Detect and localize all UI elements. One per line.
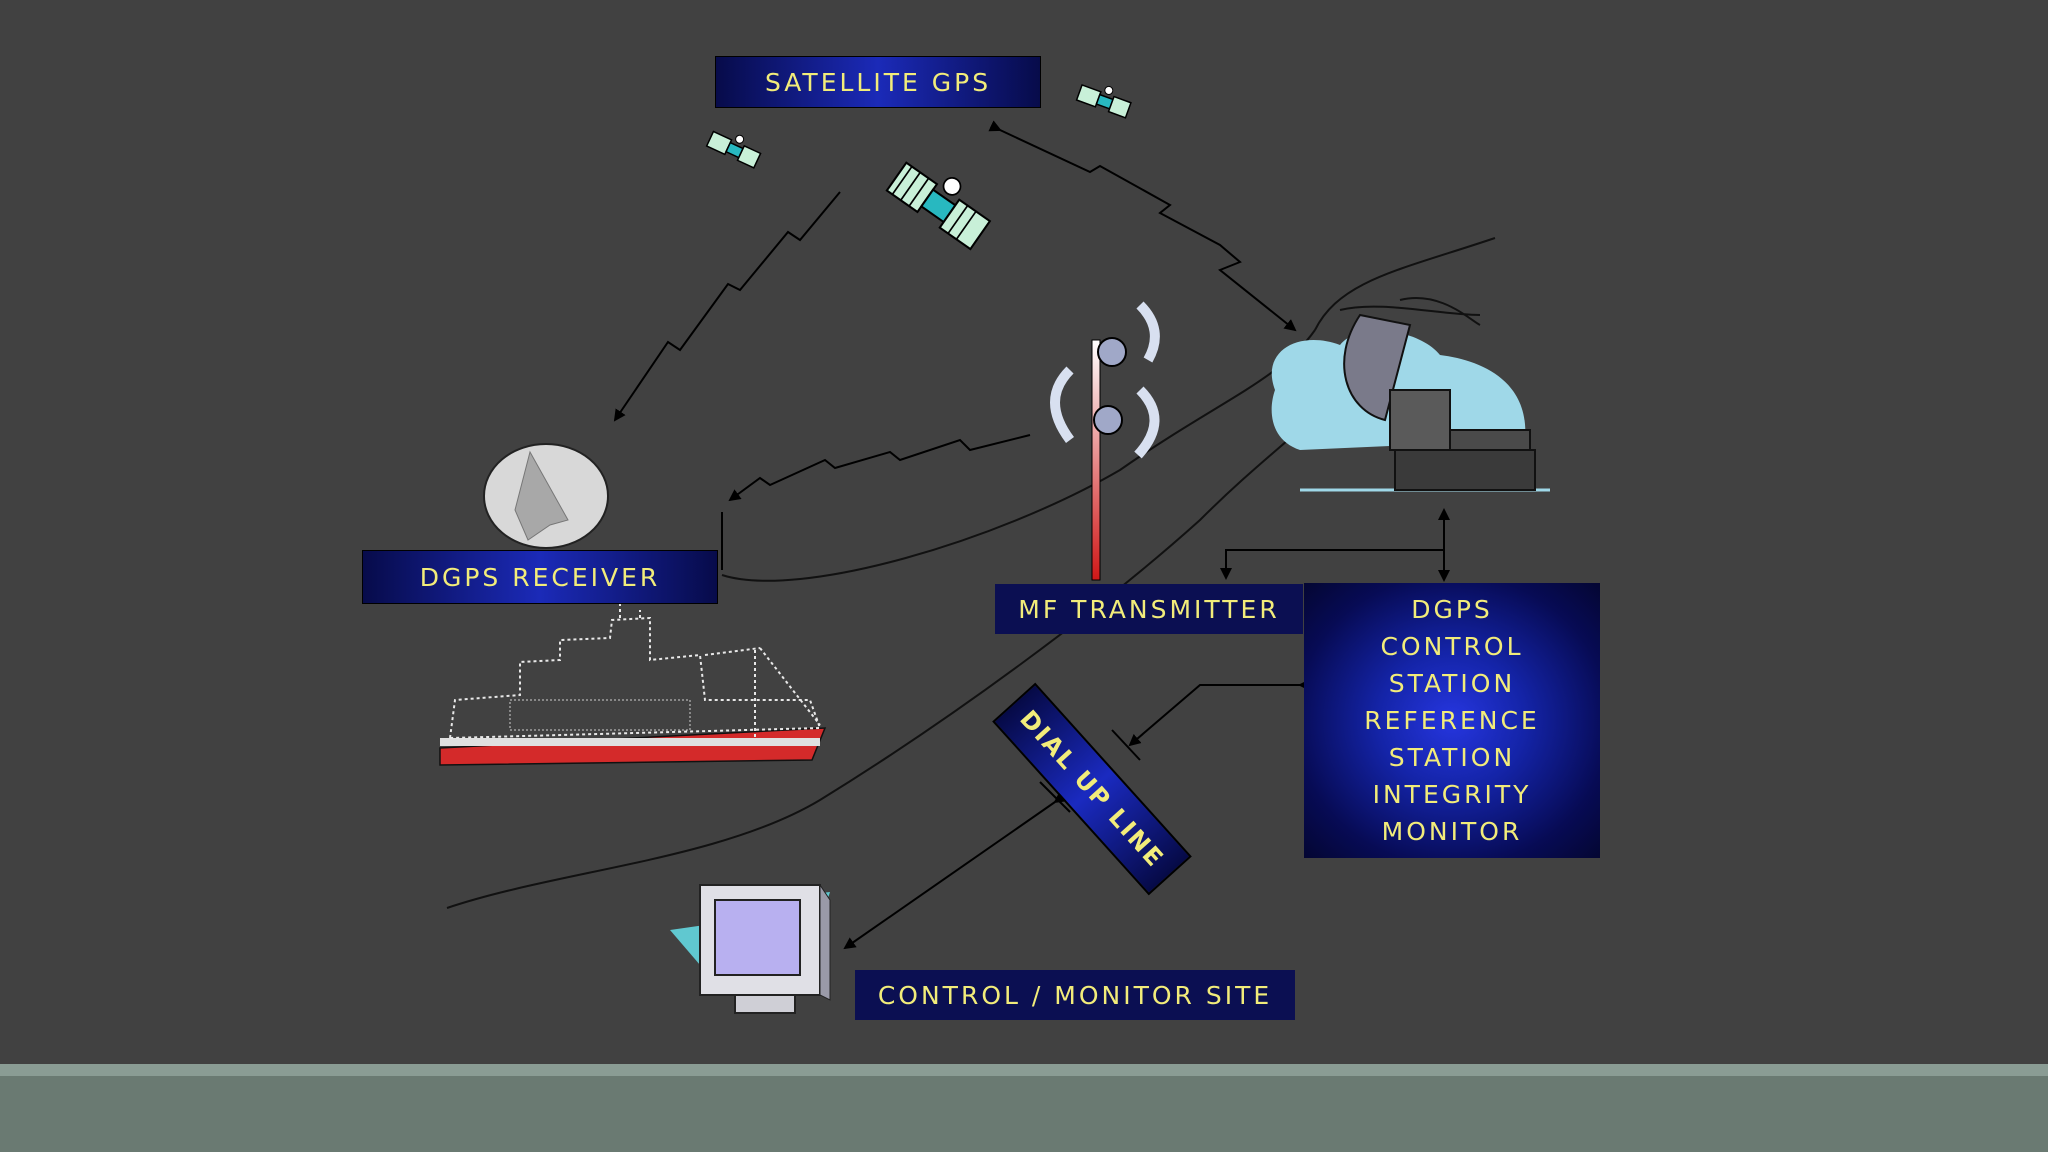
link-satellite-dish bbox=[988, 120, 1297, 332]
satellite-icon bbox=[885, 161, 992, 251]
station-line: CONTROL bbox=[1380, 632, 1524, 661]
ship-icon bbox=[439, 600, 827, 766]
dialup-tick-1 bbox=[1111, 729, 1141, 761]
terrain-curve-2 bbox=[1314, 237, 1496, 331]
station-line: STATION bbox=[1388, 669, 1516, 698]
control-monitor-site-label: CONTROL / MONITOR SITE bbox=[855, 970, 1295, 1020]
station-line: STATION bbox=[1388, 743, 1516, 772]
mf-transmitter-label: MF TRANSMITTER bbox=[995, 584, 1303, 634]
terrain-curve-4 bbox=[446, 419, 1311, 909]
satellite-icon bbox=[705, 130, 762, 169]
station-line: DGPS bbox=[1411, 595, 1493, 624]
dialup-tick-2 bbox=[1039, 781, 1071, 813]
link-satellite-receiver bbox=[613, 191, 841, 422]
terrain-curve-5 bbox=[1399, 297, 1481, 326]
satellite-gps-label: SATELLITE GPS bbox=[715, 56, 1041, 108]
footer-bar bbox=[0, 1064, 2048, 1152]
dgps-receiver-label: DGPS RECEIVER bbox=[362, 550, 718, 604]
computer-monitor-icon bbox=[670, 883, 831, 1014]
station-line: REFERENCE bbox=[1364, 706, 1540, 735]
radio-tower-icon bbox=[1050, 301, 1160, 581]
satellite-dish-icon bbox=[1271, 313, 1550, 492]
satellite-icon bbox=[1075, 83, 1132, 119]
link-station-dialup bbox=[1128, 679, 1310, 747]
station-line: MONITOR bbox=[1381, 817, 1523, 846]
link-station-transmitter bbox=[1220, 549, 1444, 580]
link-dialup-control bbox=[843, 791, 1067, 950]
dgps-receiver-antenna-icon bbox=[483, 443, 609, 549]
link-tower-receiver bbox=[728, 434, 1031, 502]
station-line: INTEGRITY bbox=[1372, 780, 1532, 809]
terrain-curve-1 bbox=[721, 329, 1316, 582]
dgps-control-station-box: DGPS CONTROL STATION REFERENCE STATION I… bbox=[1304, 583, 1600, 858]
